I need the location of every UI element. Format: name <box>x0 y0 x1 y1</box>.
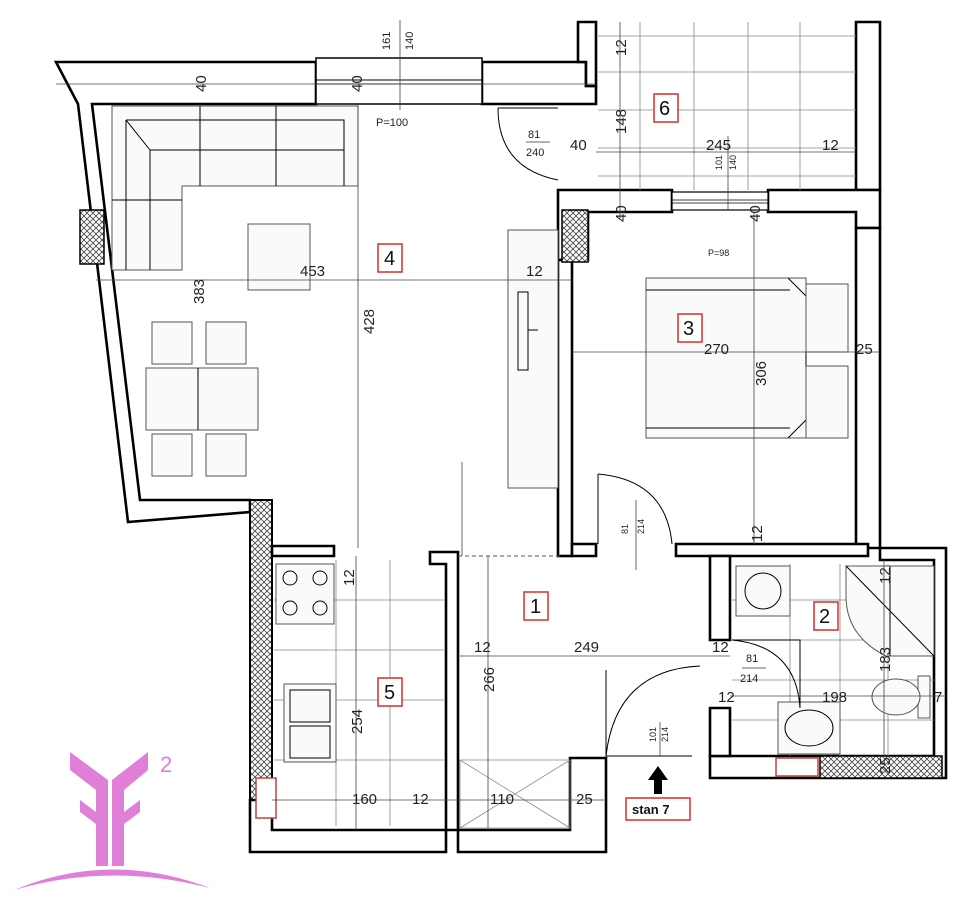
room-labels: 6 4 3 1 2 5 <box>377 93 839 707</box>
dim-text: 214 <box>740 673 758 685</box>
window-living <box>315 57 483 105</box>
dim-text: 12 <box>341 569 358 586</box>
room-number: 3 <box>683 318 694 340</box>
toilet <box>871 675 931 719</box>
vent-icon <box>775 757 819 777</box>
logo-superscript: 2 <box>160 752 172 777</box>
dim-text: 101 <box>648 727 658 742</box>
entrance-marker: stan 7 <box>625 766 691 821</box>
dim-text: 240 <box>526 147 544 159</box>
coffee-table <box>247 223 311 291</box>
dim-text: 12 <box>749 525 766 542</box>
dim-text: 254 <box>349 709 366 734</box>
room-number: 5 <box>384 682 395 704</box>
dim-text: 306 <box>753 361 770 386</box>
dim-text: 12 <box>526 263 543 280</box>
room-number: 4 <box>384 248 395 270</box>
entrance-label: stan 7 <box>632 802 670 817</box>
dining-set <box>145 321 259 477</box>
dim-text: 12 <box>877 567 894 584</box>
terrace-tiles <box>598 22 856 190</box>
dim-text: 40 <box>747 205 764 222</box>
dim-text: 81 <box>620 524 630 534</box>
dim-text: 12 <box>712 639 729 656</box>
dim-text: 25 <box>877 757 894 774</box>
washbasin <box>777 701 841 755</box>
dim-text: 12 <box>412 791 429 808</box>
dim-text: 140 <box>404 32 416 50</box>
dim-text: 266 <box>481 667 498 692</box>
dim-text: 12 <box>718 689 735 706</box>
dim-text: 25 <box>576 791 593 808</box>
kitchen-sink <box>283 683 337 763</box>
dim-text: 148 <box>613 109 630 134</box>
sofa <box>111 105 359 271</box>
dim-text: 40 <box>193 75 210 92</box>
column-hatch <box>79 209 105 265</box>
dim-text: 428 <box>361 309 378 334</box>
hall-grid <box>459 759 571 829</box>
bed <box>645 277 849 439</box>
column-hatch <box>561 209 589 263</box>
wardrobe-living <box>507 229 559 489</box>
dim-text: 383 <box>191 279 208 304</box>
dim-text: 198 <box>822 689 847 706</box>
door-bedroom <box>597 473 673 545</box>
dim-text: 161 <box>381 32 393 50</box>
dim-text: 110 <box>490 791 514 808</box>
dimension-labels: 161 140 40 40 P=100 12 148 81 240 40 245… <box>191 32 942 808</box>
dim-text: 40 <box>613 205 630 222</box>
wall-hatch <box>819 755 943 779</box>
dim-text: P=98 <box>708 248 729 258</box>
dim-text: 183 <box>877 647 894 672</box>
dimension-lines <box>56 20 946 830</box>
dim-text: 249 <box>574 639 599 656</box>
window-bedroom <box>671 191 769 211</box>
vent-icon <box>255 777 277 819</box>
dim-text: 7 <box>934 689 942 706</box>
dim-text: 101 <box>714 155 724 170</box>
dim-text: 12 <box>822 137 839 154</box>
stove <box>275 563 335 625</box>
room-number: 6 <box>659 98 670 120</box>
outer-walls <box>53 20 948 854</box>
room-number: 1 <box>530 596 541 618</box>
dim-text: 81 <box>528 129 540 141</box>
door-terrace <box>497 107 559 181</box>
dim-text: 40 <box>570 137 587 154</box>
room-number: 2 <box>819 606 830 628</box>
dim-text: 25 <box>856 341 873 358</box>
dim-text: 12 <box>474 639 491 656</box>
door-entrance <box>605 665 701 757</box>
dim-text: 245 <box>706 137 731 154</box>
dim-text: 140 <box>728 155 738 170</box>
dim-text: 214 <box>660 727 670 742</box>
shower <box>845 565 935 657</box>
dim-text: 160 <box>352 791 377 808</box>
dim-text: P=100 <box>376 117 408 129</box>
dim-text: 453 <box>300 263 325 280</box>
brand-logo: 2 <box>14 752 210 890</box>
door-bathroom <box>731 639 801 709</box>
dim-text: 214 <box>636 519 646 534</box>
washing-machine <box>735 565 791 617</box>
dim-text: 12 <box>613 39 630 56</box>
dim-text: 81 <box>746 653 758 665</box>
dim-text: 270 <box>704 341 729 358</box>
dim-text: 40 <box>349 75 366 92</box>
